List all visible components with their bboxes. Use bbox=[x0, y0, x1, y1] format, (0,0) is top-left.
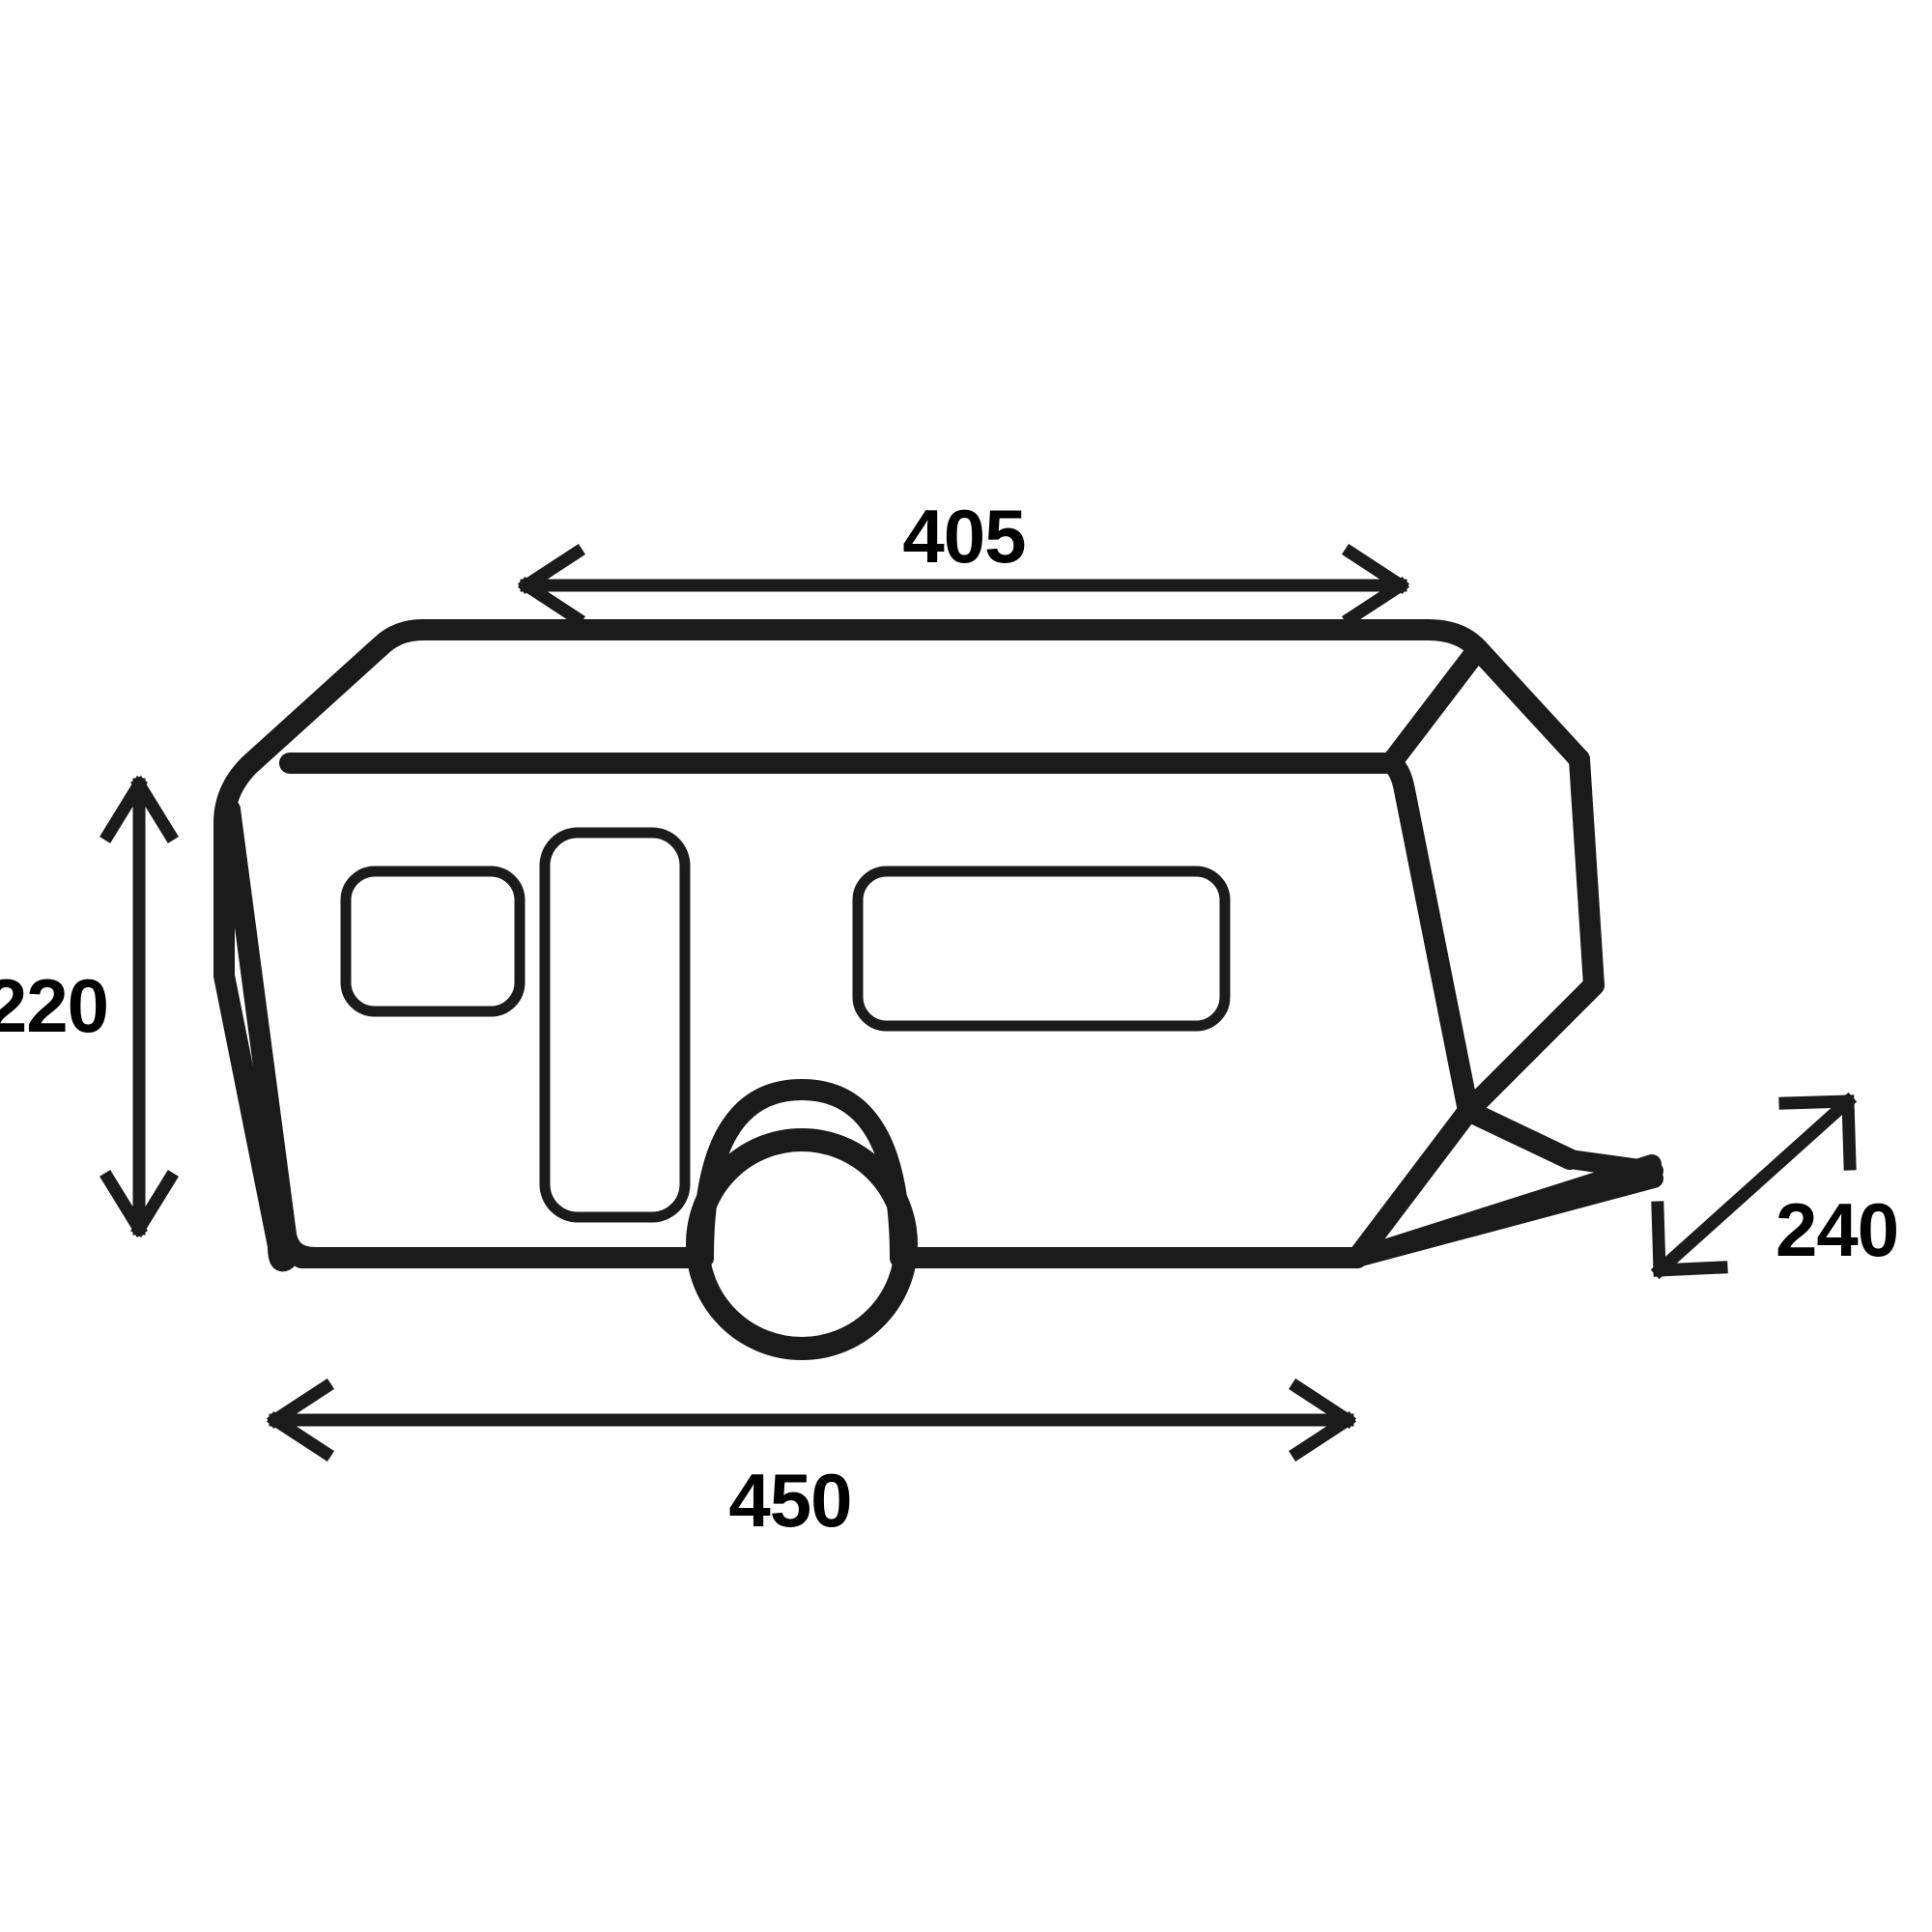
front-fold-line bbox=[1347, 753, 1479, 1268]
dimension-240-arrowhead-lower bbox=[1651, 1201, 1728, 1277]
dimension-220-label: 220 bbox=[0, 963, 108, 1048]
caravan-body-group bbox=[213, 619, 1605, 1272]
wheel-arch bbox=[693, 1079, 911, 1268]
dimension-405-group bbox=[518, 544, 1409, 627]
dimension-405-label: 405 bbox=[902, 494, 1025, 579]
dimension-450-arrowhead-right bbox=[1289, 1378, 1356, 1462]
openings-group bbox=[340, 827, 1231, 1223]
dimension-450-arrowhead-left bbox=[267, 1378, 334, 1462]
dimension-405-arrowhead-left bbox=[518, 544, 585, 627]
window-large bbox=[852, 866, 1231, 1032]
dimension-405-arrowhead-right bbox=[1342, 544, 1409, 627]
wheel-group bbox=[686, 1128, 918, 1360]
dimension-220-group bbox=[99, 776, 179, 1237]
window-small bbox=[340, 866, 526, 1017]
dimension-450-group bbox=[267, 1378, 1356, 1462]
dimension-220-arrowhead-bottom bbox=[99, 1170, 179, 1237]
drawbar-group bbox=[1348, 1150, 1663, 1267]
body-outline bbox=[213, 619, 1590, 1272]
dimension-220-arrowhead-top bbox=[99, 776, 179, 843]
wheel bbox=[686, 1128, 918, 1360]
dimension-240-line bbox=[1650, 1092, 1858, 1280]
dimension-240-arrowhead-upper bbox=[1778, 1094, 1857, 1171]
door bbox=[539, 827, 691, 1223]
dimension-240-group bbox=[1650, 1092, 1858, 1280]
front-panel-edge bbox=[1458, 749, 1605, 1122]
dimension-450-label: 450 bbox=[728, 1458, 851, 1543]
dimension-240-label: 240 bbox=[1776, 1187, 1898, 1272]
front-lower-skirt bbox=[1458, 1100, 1580, 1170]
drawbar-lower-rail bbox=[1348, 1169, 1663, 1267]
drawbar-coupling bbox=[1560, 1150, 1663, 1180]
roof-front-diagonal bbox=[1380, 639, 1489, 774]
